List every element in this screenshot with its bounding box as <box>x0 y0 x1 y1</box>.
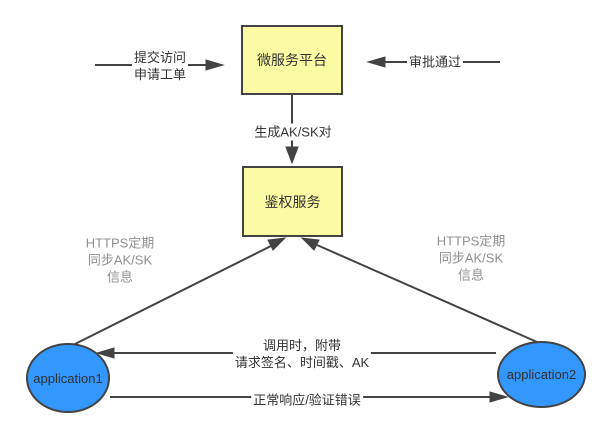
edge-sync-right-line <box>316 244 538 343</box>
edge-sync-right-arrowhead <box>300 237 320 251</box>
edge-label-https-sync-right-line1: HTTPS定期 <box>436 233 506 249</box>
edge-label-response-text: 正常响应/验证错误 <box>253 392 361 408</box>
node-application2: application2 <box>497 341 586 408</box>
edge-label-submit-ticket: 提交访问 申请工单 <box>131 49 189 83</box>
edge-label-approval-text: 审批通过 <box>408 54 462 70</box>
edge-label-https-sync-right-line2: 同步AK/SK <box>438 250 504 266</box>
node-auth-service-label: 鉴权服务 <box>264 193 321 210</box>
edge-label-https-sync-left-line3: 信息 <box>106 269 133 285</box>
edge-label-approval: 审批通过 <box>406 53 464 71</box>
edge-label-https-sync-right: HTTPS定期 同步AK/SK 信息 <box>435 233 508 284</box>
edge-approve-arrowhead <box>366 56 386 68</box>
edge-label-call-line2: 请求签名、时间戳、AK <box>234 355 370 370</box>
edge-response-arrowhead <box>489 391 509 403</box>
node-auth-service: 鉴权服务 <box>242 166 343 237</box>
node-application2-label: application2 <box>506 367 577 382</box>
edge-label-submit-line1: 提交访问 <box>133 50 187 65</box>
edge-submit-arrowhead <box>205 59 225 71</box>
node-application1: application1 <box>26 343 110 413</box>
node-microservice-platform: 微服务平台 <box>241 25 343 95</box>
edge-label-https-sync-left: HTTPS定期 同步AK/SK 信息 <box>84 235 157 286</box>
edge-sync-left-arrowhead <box>267 237 287 251</box>
edge-label-response: 正常响应/验证错误 <box>251 391 363 409</box>
edge-label-https-sync-left-line1: HTTPS定期 <box>85 235 155 251</box>
edge-label-call-line1: 调用时，附带 <box>262 338 341 353</box>
edge-label-call-with-signature: 调用时，附带 请求签名、时间戳、AK <box>232 337 372 371</box>
node-application1-label: application1 <box>33 370 103 386</box>
edge-generate-arrowhead <box>285 146 299 165</box>
edge-label-https-sync-right-line3: 信息 <box>457 267 484 283</box>
edge-label-https-sync-left-line2: 同步AK/SK <box>87 252 153 268</box>
edge-label-submit-line2: 申请工单 <box>133 67 187 82</box>
edge-sync-left-line <box>72 244 274 346</box>
node-microservice-platform-label: 微服务平台 <box>257 52 327 68</box>
edge-label-generate-aksk: 生成AK/SK对 <box>252 123 334 141</box>
edge-label-generate-aksk-text: 生成AK/SK对 <box>254 124 332 140</box>
edge-call-arrowhead <box>95 347 115 359</box>
